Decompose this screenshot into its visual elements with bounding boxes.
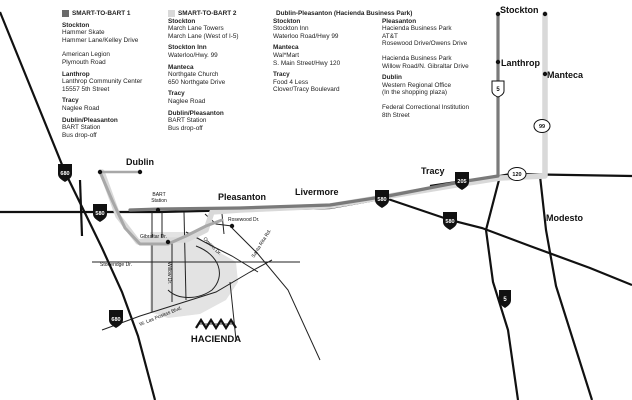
legend-route-3: Dublin-Pleasanton (Hacienda Business Par…: [273, 10, 412, 94]
north-street: [221, 213, 225, 235]
hacienda-logo-text: HACIENDA: [191, 334, 241, 345]
i5-south-shield: 5: [499, 290, 511, 308]
svg-text:5: 5: [496, 87, 500, 93]
svg-text:580: 580: [377, 197, 386, 203]
svg-text:120: 120: [512, 172, 521, 178]
stop-dublin-east: [137, 169, 143, 175]
i580-west-shield: 580: [93, 204, 107, 222]
city-lanthrop: Lanthrop: [501, 58, 540, 68]
route-2-stop: Manteca Northgate Church 650 Northgate D…: [168, 63, 226, 86]
route-stops: [97, 11, 548, 245]
route-3-stop: Stockton Stockton Inn Waterloo Road/Hwy …: [273, 17, 339, 40]
svg-text:680: 680: [60, 171, 69, 177]
i5-freeway: [484, 175, 520, 400]
legend-route-3-continued: Pleasanton Hacienda Business Park AT&T R…: [382, 18, 502, 120]
svg-text:580: 580: [445, 219, 454, 225]
santa-rita-label: Santa Rita Rd.: [251, 228, 273, 259]
route-2-title: SMART-TO-BART 2: [178, 10, 237, 17]
stop-manteca: [542, 71, 548, 77]
svg-text:5: 5: [503, 297, 507, 303]
legend-route-2: SMART-TO-BART 2 Stockton March Lane Towe…: [168, 10, 268, 132]
route-2-stop: Tracy Naglee Road: [168, 90, 206, 105]
hwy99-shield: 99: [533, 119, 551, 133]
route-2-stop: Dublin/Pleasanton BART Station Bus drop-…: [168, 109, 224, 132]
svg-text:580: 580: [95, 211, 104, 217]
route-1-swatch: [62, 10, 69, 18]
legend-route-2-header: SMART-TO-BART 2: [168, 10, 268, 18]
i205-shield: 205: [455, 172, 469, 190]
city-tracy: Tracy: [421, 166, 445, 176]
i680-bottom-shield: 680: [109, 310, 123, 328]
stop-stockton-2: [542, 11, 548, 17]
owens-street: [185, 231, 259, 273]
las-positas-street: [101, 259, 273, 331]
city-manteca: Manteca: [547, 70, 584, 80]
curve-street: [167, 245, 220, 298]
route-1-stop: Lanthrop Lanthrop Community Center 15557…: [62, 70, 143, 93]
route-3-stop: Pleasanton Hacienda Business Park AT&T R…: [382, 17, 469, 70]
route-3-stop: Dublin Western Regional Office (In the s…: [382, 74, 470, 119]
legend-route-1-header: SMART-TO-BART 1: [62, 10, 172, 18]
route-1-stop: Tracy Naglee Road: [62, 97, 100, 112]
route-smart-2-line: [99, 11, 548, 245]
city-modesto: Modesto: [546, 213, 584, 223]
svg-text:205: 205: [457, 179, 466, 185]
legend-route-3-header: Dublin-Pleasanton (Hacienda Business Par…: [273, 10, 412, 18]
i680-top-shield: 680: [58, 164, 72, 182]
west-road: [78, 179, 84, 237]
route-3-stop: Tracy Food 4 Less Clover/Tracy Boulevard: [273, 71, 340, 94]
santa-rita-street: [231, 227, 321, 361]
legend-route-1: SMART-TO-BART 1 Stockton Hammer Skate Ha…: [62, 10, 172, 139]
stop-lanthrop: [495, 59, 501, 65]
svg-text:680: 680: [111, 317, 120, 323]
city-labels: Stockton Lanthrop Manteca Tracy Livermor…: [126, 5, 584, 223]
route-3-stop: Manteca Wal*Mart S. Main Street/Hwy 120: [273, 44, 341, 67]
city-stockton: Stockton: [500, 5, 539, 15]
i580-east-shield: 580: [443, 212, 457, 230]
city-livermore: Livermore: [295, 187, 339, 197]
routes: [98, 11, 548, 246]
hopyard-street: [183, 211, 187, 301]
south-street: [229, 281, 237, 341]
route-2-stop: Stockton Inn Waterloo/Hwy. 99: [168, 44, 218, 59]
route-1-title: SMART-TO-BART 1: [72, 10, 131, 17]
route-hacienda-line: [98, 170, 224, 246]
hwy5-north-shield: 5: [491, 80, 505, 98]
route-2-swatch: [168, 10, 175, 18]
i580-south-branch: [384, 196, 632, 287]
bart-station-label-2: Station: [151, 198, 167, 204]
stop-bart: [155, 207, 161, 213]
city-pleasanton: Pleasanton: [218, 192, 266, 202]
stop-stockton-1: [495, 11, 501, 17]
hwy120-shield: 120: [507, 167, 527, 181]
svg-text:99: 99: [539, 124, 545, 130]
route-smart-1-line: [128, 12, 500, 212]
city-dublin: Dublin: [126, 157, 154, 167]
stop-rosewood: [229, 223, 235, 229]
stoneridge-label: Stoneridge Dr.: [100, 262, 132, 268]
hacienda-logo: HACIENDA: [191, 317, 241, 345]
rosewood-label: Rosewood Dr.: [228, 217, 259, 223]
stop-dublin-west: [97, 169, 103, 175]
route-3-title: Dublin-Pleasanton (Hacienda Business Par…: [276, 10, 413, 17]
willow-label: Willow Dr.: [166, 262, 172, 284]
stop-gibraltar: [165, 239, 171, 245]
route-1-stop: Stockton Hammer Skate Hammer Lane/Kelley…: [62, 21, 139, 66]
route-1-stop: Dublin/Pleasanton BART Station Bus drop-…: [62, 116, 118, 139]
i680-freeway: [0, 11, 157, 400]
hwy99-freeway: [538, 175, 594, 400]
i580-mid-shield: 580: [375, 190, 389, 208]
local-streets: [92, 211, 321, 361]
route-2-stop: Stockton March Lane Towers March Lane (W…: [168, 17, 239, 40]
gibraltar-label: Gibraltar Dr.: [140, 234, 167, 240]
shields: 680 680 580 580 580 205 5 5: [58, 80, 551, 328]
bart-station-label-1: BART: [152, 192, 165, 198]
